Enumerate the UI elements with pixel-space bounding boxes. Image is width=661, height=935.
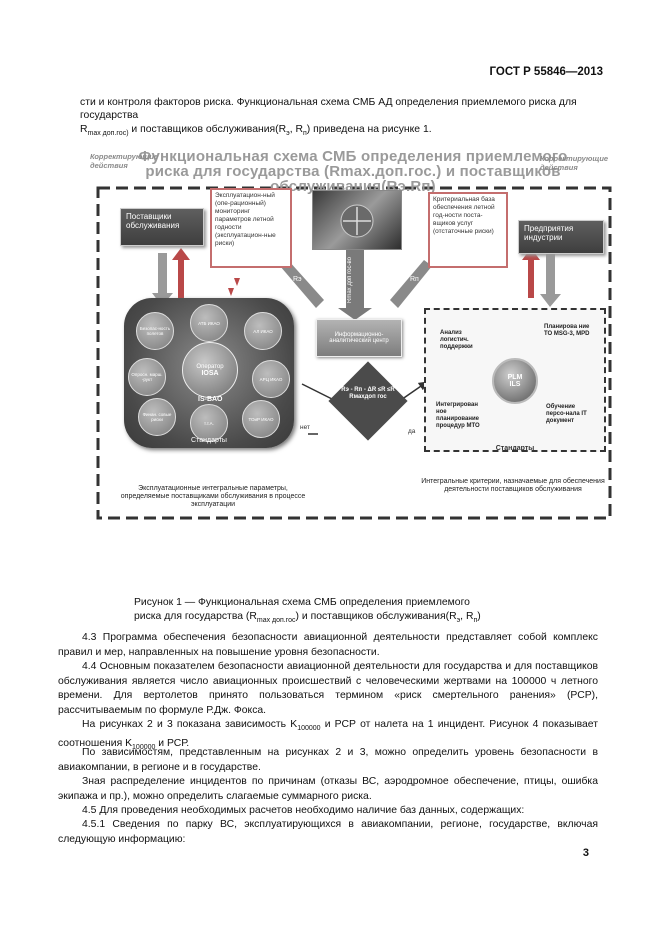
page-number: 3: [582, 847, 589, 859]
figure-title: Функциональная схема СМБ определения при…: [138, 148, 568, 195]
orb-route: Опросн. марш. -рукт: [128, 358, 166, 396]
state-emblem-image: [312, 190, 402, 250]
standards-right-label: Стандарты: [495, 445, 535, 452]
functional-scheme-figure: Функциональная схема СМБ определения при…: [88, 148, 618, 540]
orb-arc: АРЦ ИКАО: [252, 360, 290, 398]
industry-box: Предприятия индустрии: [518, 220, 604, 254]
orb-atb: АТБ ИКАО: [190, 304, 228, 342]
criteria-base-box: Критериальная база обеспечения летной го…: [428, 192, 508, 268]
rp-label: Rп: [410, 276, 419, 283]
paragraph-4-3: 4.3 Программа обеспечения безопасности а…: [58, 632, 598, 658]
plm-ils-panel: Анализ логистич. поддержки Планирова ние…: [424, 308, 606, 452]
orb-al: АЛ ИКАО: [244, 312, 282, 350]
re-label: Rэ: [293, 276, 302, 283]
rmax-label: Rmax доп гос-во: [347, 257, 353, 303]
intro-line-2: государства: [80, 110, 139, 121]
document-header: ГОСТ Р 55846—2013: [489, 66, 603, 78]
staff-training: Обучение персо-нала IT документ: [546, 404, 587, 424]
paragraph-dependencies: По зависимостям, представленным на рисун…: [58, 747, 598, 773]
isbao-label: IS-BAO: [198, 396, 223, 403]
figure-frame: [96, 186, 612, 520]
emblem-icon: [340, 204, 374, 238]
logistics-analysis: Анализ логистич. поддержки: [440, 330, 473, 350]
paragraph-4-4: 4.4 Основным показателем безопасности ав…: [58, 661, 598, 716]
intro-line-3: Rmax доп.гос) и поставщиков обслуживания…: [80, 124, 432, 138]
paragraph-incidents: Зная распределение инцидентов по причина…: [58, 776, 598, 802]
standards-left-label: Стандарты: [191, 437, 227, 444]
orb-safety: Безопас-ность полетов: [136, 312, 174, 350]
decision-diamond: Rэ - Rп - ΔR ≤R ≤R Rмахдоп гос: [328, 361, 408, 441]
right-panel-caption: Интегральные критерии, назначаемые для о…: [421, 478, 605, 493]
info-analytics-center: Информационно-аналитический центр: [316, 319, 402, 357]
figure-caption: Рисунок 1 — Функциональная схема СМБ опр…: [134, 597, 481, 625]
no-label: нет: [300, 424, 310, 431]
suppliers-box: Поставщики обслуживания: [120, 208, 204, 246]
orb-toir: ТОиР ИКАО: [242, 400, 280, 438]
paragraph-4-5: 4.5 Для проведения необходимых расчетов …: [82, 805, 525, 816]
iosa-orb: Оператор IOSA: [182, 342, 238, 398]
monitoring-box: Эксплуатацион-ный (опе-рационный) монито…: [210, 188, 292, 268]
intro-line-1: сти и контроля факторов риска. Функциона…: [80, 97, 577, 108]
orb-finance: Финан. совые риски: [138, 398, 176, 436]
operator-circle-panel: Безопас-ность полетов АТБ ИКАО АЛ ИКАО О…: [124, 298, 294, 448]
maintenance-planning: Планирова ние ТО MSG-3, MPD: [544, 324, 590, 337]
left-panel-caption: Эксплуатационные интегральные параметры,…: [120, 485, 306, 508]
yes-label: да: [408, 428, 416, 435]
paragraph-figures: На рисунках 2 и 3 показана зависимость K…: [58, 719, 598, 751]
integrated-planning: Интегрирован ное планирование процедур М…: [436, 402, 480, 429]
orb-tta: т.т.А.: [190, 404, 228, 442]
paragraph-4-5-1: 4.5.1 Сведения по парку ВС, эксплуатирую…: [58, 819, 598, 845]
